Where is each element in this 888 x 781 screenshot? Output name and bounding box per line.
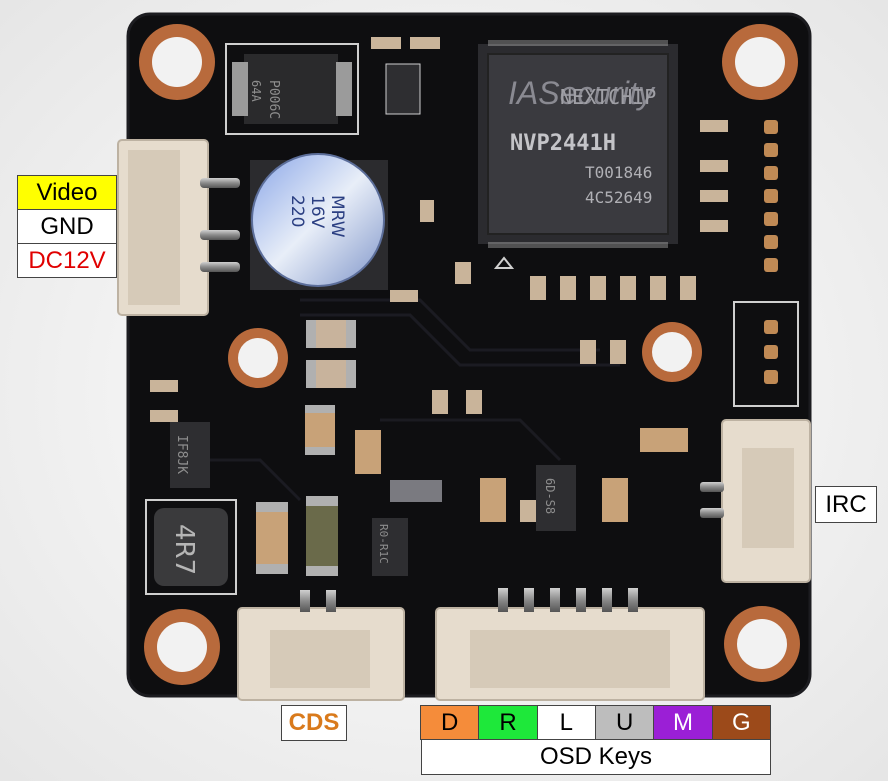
ic-marking-3: R0-R1C [377,524,390,564]
irc-connector [700,419,811,583]
osd-keys-caption: OSD Keys [421,739,771,775]
chip-model: NVP2441H [510,131,616,156]
cap-text-2: 16V [307,195,327,229]
power-connector [117,139,240,316]
gnd-label: GND [17,209,117,244]
cds-label: CDS [281,705,347,741]
irc-label: IRC [815,486,877,523]
inductor-marking: 4R7 [169,524,199,575]
mounting-hole-bl [144,609,220,685]
osd-key-d: D [420,705,480,740]
watermark-text: IASecurity [508,75,656,111]
mounting-hole-mid-left [228,328,288,388]
cap-text-3: 220 [287,195,307,227]
inductor-sub: 64A [249,80,263,102]
small-ic-2: 6D-S8 [536,465,576,531]
dc12v-label: DC12V [17,243,117,278]
osd-key-l: L [536,705,596,740]
small-ic-3: R0-R1C [372,518,408,576]
mounting-hole-tl [139,24,215,100]
chip-lot-2: 4C52649 [585,188,652,207]
ic-marking-1: IF8JK [174,435,189,474]
video-label: Video [17,175,117,210]
osd-key-m: M [653,705,713,740]
smd-inductor-top: P006C 64A [225,43,359,135]
osd-key-g: G [711,705,771,740]
osd-key-r: R [478,705,538,740]
mounting-hole-tr [722,24,798,100]
inductor-code: P006C [266,80,281,119]
ic-marking-2: 6D-S8 [543,478,557,514]
electrolytic-capacitor: MRW 16V 220 [250,153,388,290]
chip-brand: NEXTCHIP [560,85,656,109]
mounting-hole-mid-right [642,322,702,382]
processor-chip: IASecurity NEXTCHIP NVP2441H T001846 4C5… [478,40,678,248]
osd-key-u: U [594,705,655,740]
cap-text-1: MRW [327,195,347,238]
mounting-hole-br [724,606,800,682]
power-connector-labels: Video GND DC12V [17,175,117,278]
small-regulator [385,63,421,115]
cds-connector [237,590,405,701]
smd-components: IF8JK 6D-S8 R0-R1C 4R7 [145,37,799,595]
chip-lot-1: T001846 [585,163,652,182]
osd-connector [435,588,705,701]
power-inductor: 4R7 [145,499,237,595]
small-ic-1: IF8JK [170,422,210,488]
